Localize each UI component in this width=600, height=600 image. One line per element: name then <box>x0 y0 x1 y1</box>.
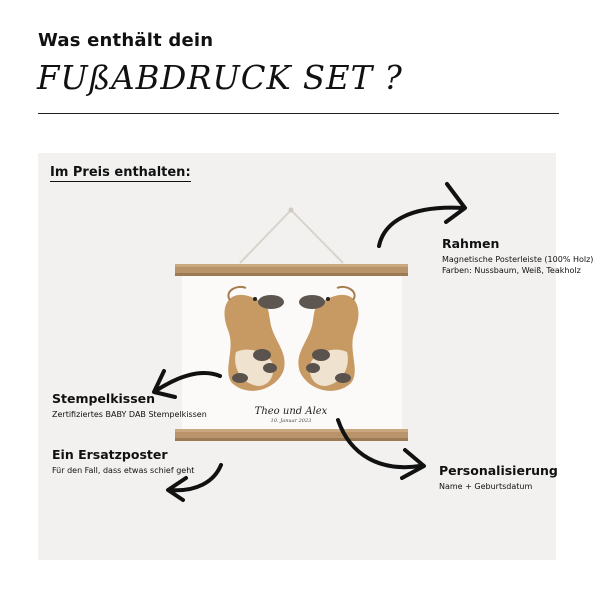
arrow-personalisierung-icon <box>336 418 422 470</box>
feature-stempelkissen: Stempelkissen Zertifiziertes BABY DAB St… <box>52 391 207 420</box>
platypus-left-icon <box>224 286 285 391</box>
feature-title: Personalisierung <box>439 463 558 478</box>
poster-date: 10. Januar 2023 <box>271 418 312 424</box>
feature-ersatzposter: Ein Ersatzposter Für den Fall, dass etwa… <box>52 447 194 476</box>
platypus-right-icon <box>298 286 359 391</box>
feature-title: Ein Ersatzposter <box>52 447 168 462</box>
feature-line: Zertifiziertes BABY DAB Stempelkissen <box>52 410 207 419</box>
feature-title: Rahmen <box>442 236 500 251</box>
nail-icon <box>288 207 294 213</box>
feature-line: Magnetische Posterleiste (100% Holz) <box>442 255 594 264</box>
divider <box>38 113 559 114</box>
feature-line: Für den Fall, dass etwas schief geht <box>52 466 195 475</box>
feature-title: Stempelkissen <box>52 391 156 406</box>
poster-name: Theo und Alex <box>255 406 328 417</box>
included-label: Im Preis enthalten: <box>50 165 191 182</box>
arrow-stempelkissen-icon <box>155 371 222 392</box>
feature-rahmen: Rahmen Magnetische Posterleiste (100% Ho… <box>442 236 593 276</box>
feature-personalisierung: Personalisierung Name + Geburtsdatum <box>439 463 558 492</box>
arrow-rahmen-head-icon <box>444 182 467 224</box>
arrow-ersatzposter-icon <box>168 463 223 493</box>
arrow-rahmen-icon <box>377 205 465 248</box>
feature-line: Farben: Nussbaum, Weiß, Teakholz <box>442 266 581 275</box>
heading-subtitle: Was enthält dein <box>38 30 214 51</box>
feature-line: Name + Geburtsdatum <box>439 482 533 491</box>
poster-paper <box>182 272 402 432</box>
heading-title: FUßABDRUCK SET ? <box>37 58 403 97</box>
